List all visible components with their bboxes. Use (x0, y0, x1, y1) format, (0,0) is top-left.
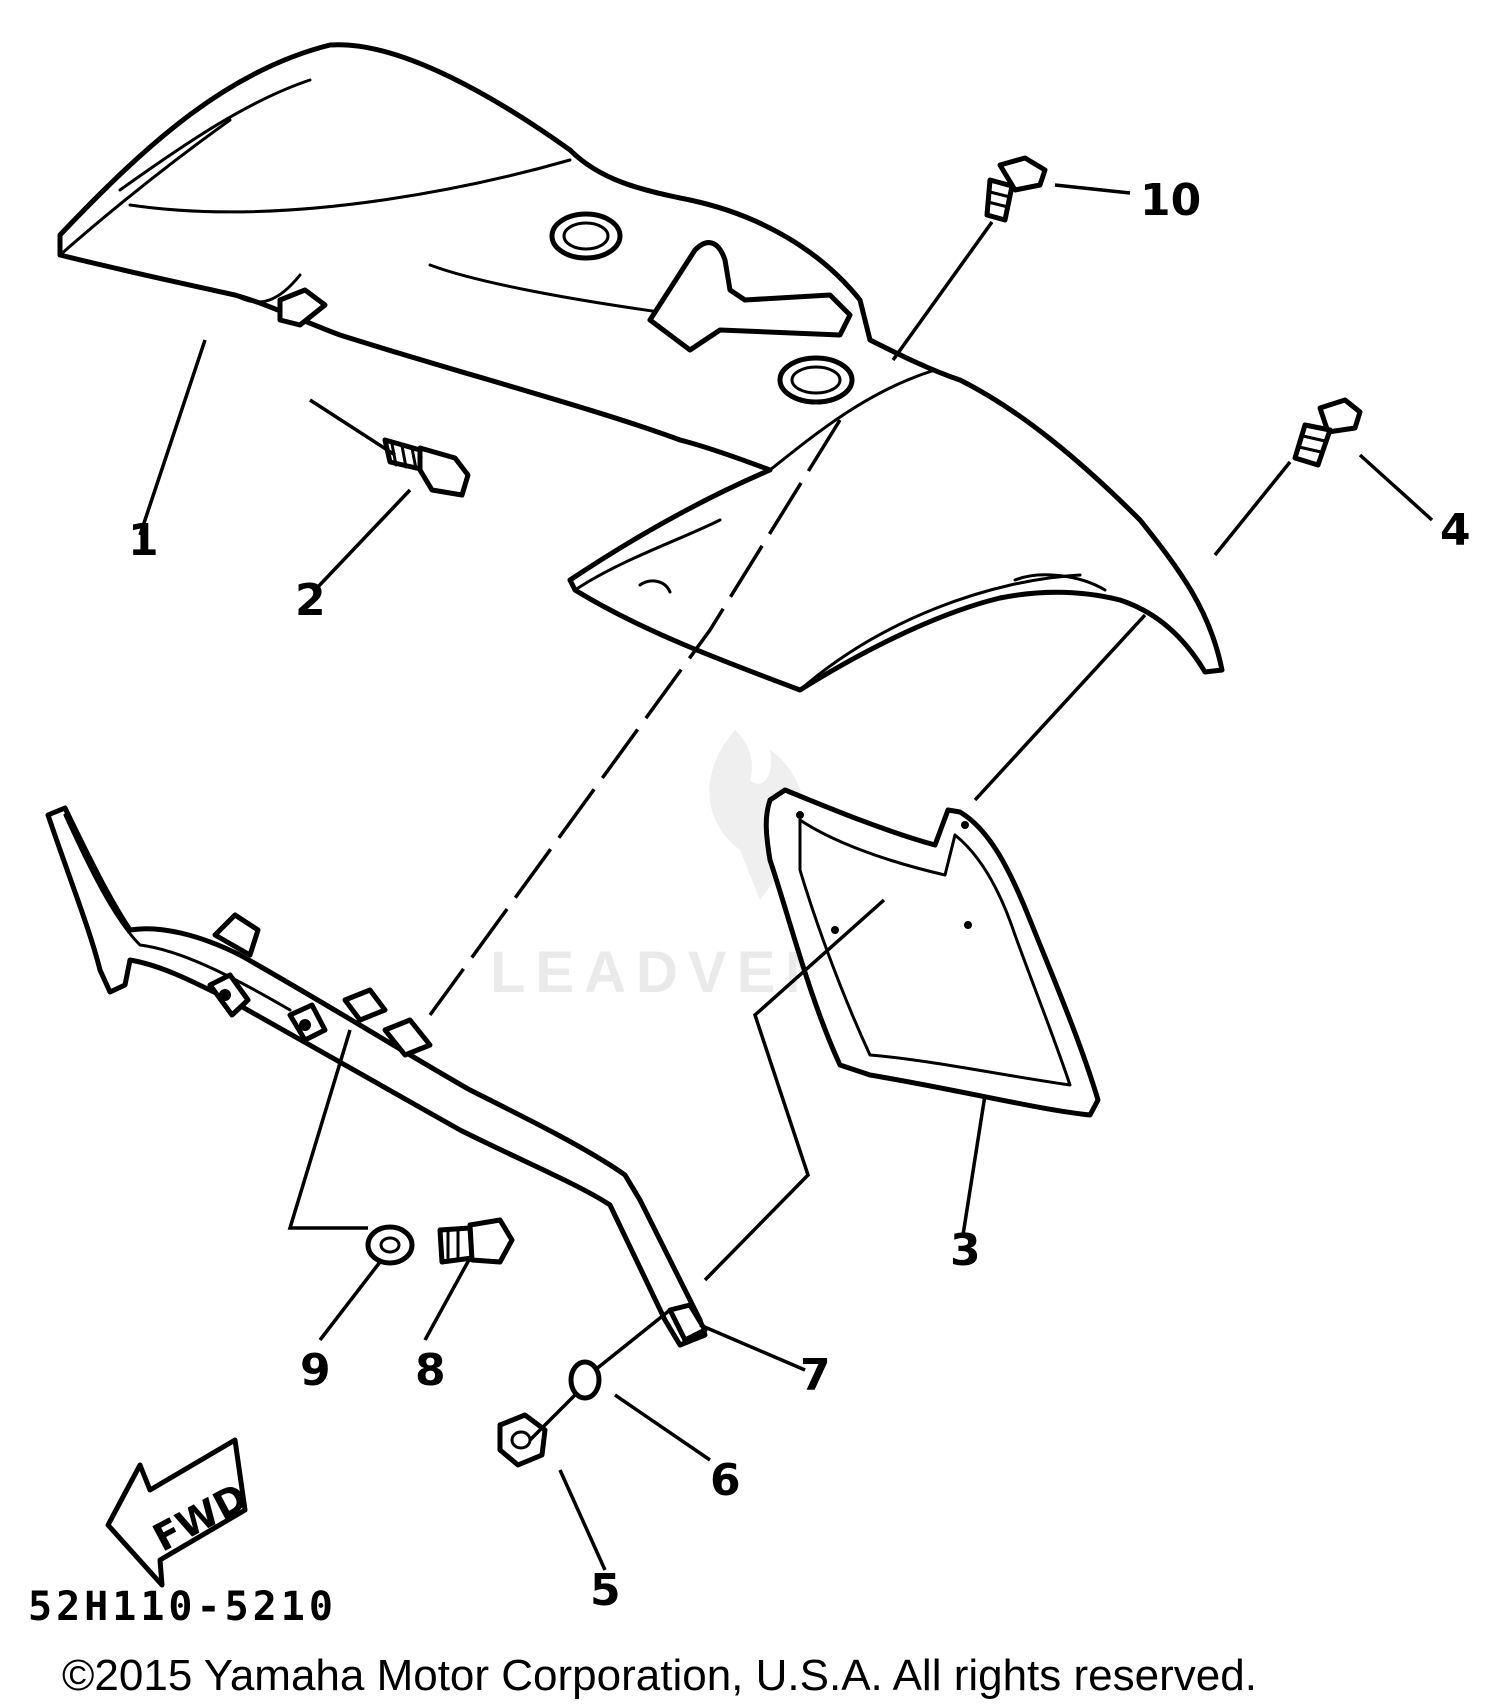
callout-3: 3 (950, 1225, 981, 1276)
callout-9: 9 (300, 1345, 331, 1396)
nut-5 (497, 1412, 548, 1468)
rear-fender (57, 42, 1225, 693)
callouts: 1 2 3 4 5 6 7 8 9 10 (128, 175, 1471, 1616)
callout-7: 7 (800, 1350, 831, 1401)
washer-9 (365, 1224, 415, 1266)
diagram-code: 52H110-5210 (28, 1584, 337, 1630)
copyright-notice: ©2015 Yamaha Motor Corporation, U.S.A. A… (62, 1651, 1257, 1700)
bolt-2 (382, 437, 471, 498)
callout-4: 4 (1440, 505, 1471, 556)
bolt-8 (437, 1217, 515, 1265)
license-plate-bracket (763, 787, 1101, 1118)
callout-5: 5 (590, 1565, 621, 1616)
callout-10: 10 (1140, 175, 1201, 226)
screw-4 (1292, 397, 1363, 468)
fwd-arrow: FWD (105, 1437, 254, 1588)
collar-6 (568, 1359, 602, 1401)
callout-8: 8 (415, 1345, 446, 1396)
rear-guard (45, 805, 708, 1348)
leader-lines (138, 183, 1434, 1571)
callout-1: 1 (128, 515, 159, 566)
callout-6: 6 (710, 1455, 741, 1506)
callout-2: 2 (295, 575, 326, 626)
screw-10 (984, 155, 1048, 223)
